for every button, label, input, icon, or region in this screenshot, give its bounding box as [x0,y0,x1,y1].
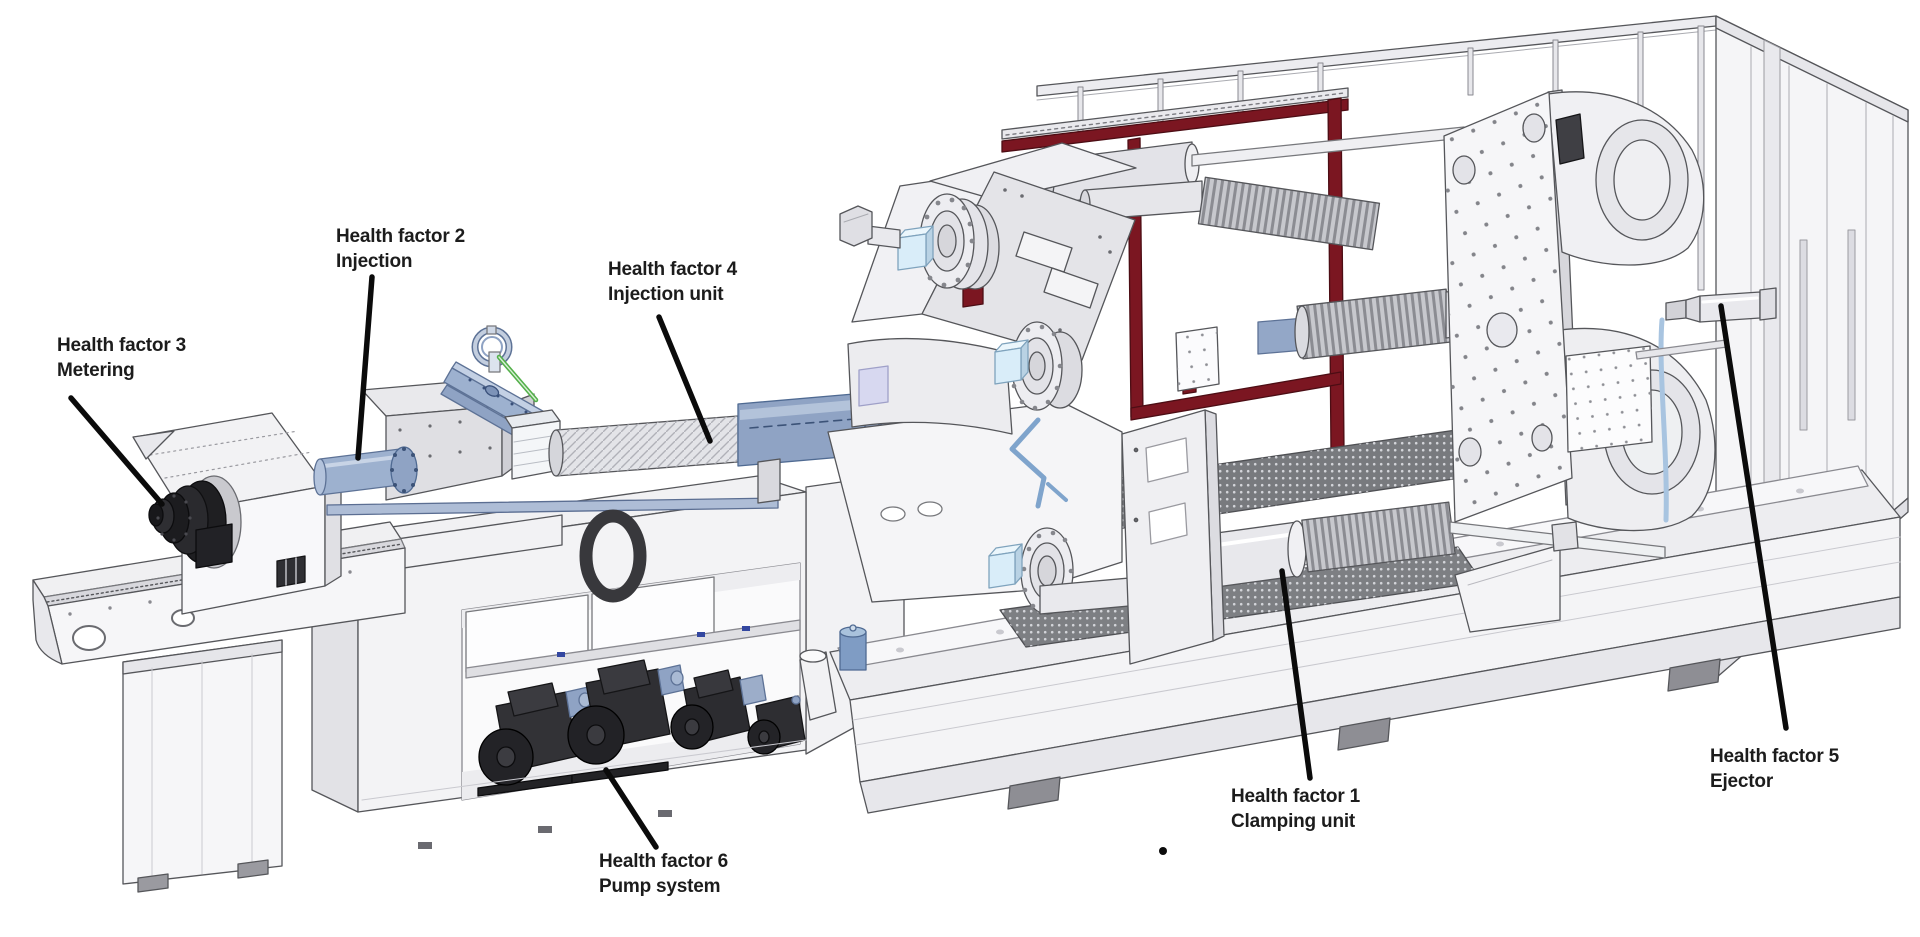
hose-loop [579,509,647,603]
oil-canister [839,624,867,671]
clamp-cylinder-top [839,193,1000,290]
metering-drive-motor [148,475,242,569]
injection-carriage [313,325,561,501]
feed-tube-green [496,354,539,403]
carriage-flange [390,446,418,494]
mold-plate-fixed [1175,326,1220,392]
gantry-rails [1001,87,1349,153]
clamping-unit-block [827,142,1220,615]
clamp-cylinder-middle [994,321,1083,411]
rod-support-bracket [1454,544,1561,633]
moving-platen-plate [1443,91,1573,523]
purge-window [858,365,889,407]
oil-cylinder [799,649,837,721]
injection-ram-cylinder [313,448,401,496]
moving-platen-assembly [1443,89,1777,532]
purge-guard [847,337,1013,435]
pump-motor-3 [670,669,767,750]
tie-bar-spring-3 [1257,288,1463,360]
support-column [1121,409,1225,665]
cabinet-cross-rail [465,619,801,679]
base-pedestal [122,639,283,893]
ejector-pipe [1658,317,1669,523]
pump-motor-4 [747,695,806,755]
barrel-guard [548,415,739,477]
hose-guide-ring [471,325,513,373]
tie-bar-middle [1079,176,1381,251]
pump-motor-2 [567,659,685,784]
vent-grille [276,555,306,588]
mold-plate-moving [1565,345,1653,453]
hydraulic-pipe [1009,417,1047,509]
barrel-support [757,458,781,504]
injection-housing-box [504,409,561,480]
platen-housing-top [1547,91,1705,266]
carriage-guide-rod [326,497,779,516]
